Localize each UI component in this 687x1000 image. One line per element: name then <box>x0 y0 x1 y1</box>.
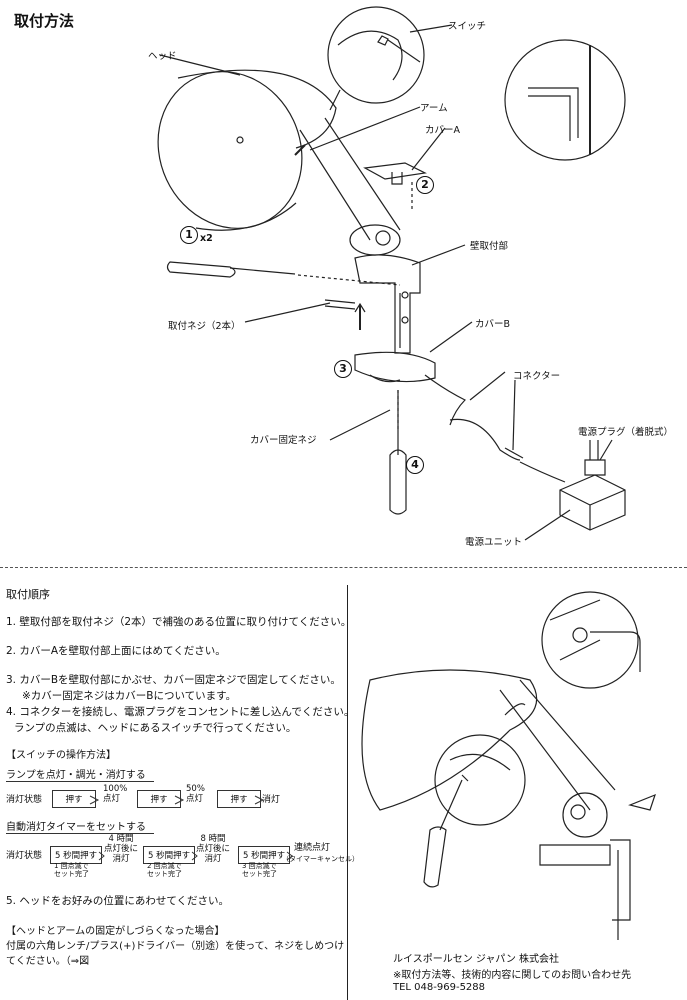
step-3-note: ※カバー固定ネジはカバーBについています。 <box>22 690 237 702</box>
timer-off-state: 消灯状態 <box>6 851 43 861</box>
blink-1-note: 1 回点滅で セット完了 <box>54 862 89 878</box>
blink-3-note: 3 回点滅で セット完了 <box>242 862 277 878</box>
loose-text-2: てください。（⇒図 <box>6 956 90 967</box>
press-button-3: 押す <box>217 790 261 808</box>
company-note: ※取付方法等、技術的内容に関してのお問い合わせ先 <box>393 970 632 981</box>
step-2-text: 2. カバーAを壁取付部上面にはめてください。 <box>6 645 226 657</box>
column-divider <box>347 585 348 1000</box>
switch-heading: 【スイッチの操作方法】 <box>6 750 116 761</box>
lamp-off-state: 消灯状態 <box>6 795 43 805</box>
step-number-2: 2 <box>416 176 434 194</box>
label-head: ヘッド <box>148 51 177 62</box>
label-arm: アーム <box>420 103 448 114</box>
label-wall-mount: 壁取付部 <box>470 241 509 252</box>
timer-4h: 4 時間 点灯後に 消灯 <box>104 834 139 864</box>
step-4-text: 4. コネクターを接続し、電源プラグをコンセントに差し込んでください。 <box>6 706 355 718</box>
press-button-1: 押す <box>52 790 96 808</box>
timer-subheading: 自動消灯タイマーをセットする <box>6 818 154 834</box>
blink-2-note: 2 回点滅で セット完了 <box>147 862 182 878</box>
label-connector: コネクター <box>513 371 561 382</box>
state-off: 消灯 <box>262 795 281 805</box>
step-5-text: 5. ヘッドをお好みの位置にあわせてください。 <box>6 895 230 907</box>
step-1-text: 1. 壁取付部を取付ネジ（2本）で補強のある位置に取り付けてください。 <box>6 616 352 628</box>
company-tel: TEL 048-969-5288 <box>393 982 486 993</box>
lamp-subheading: ランプを点灯・調光・消灯する <box>6 766 154 782</box>
step-number-3: 3 <box>334 360 352 378</box>
procedure-heading: 取付順序 <box>6 588 50 601</box>
label-x2: x2 <box>200 233 213 244</box>
loose-text-1: 付属の六角レンチ/プラス(+)ドライバー（別途）を使って、ネジをしめつけ <box>6 941 345 952</box>
continuous-on: 連続点灯 <box>294 843 331 853</box>
label-cover-b: カバーB <box>475 319 511 330</box>
state-50: 50% 点灯 <box>186 784 205 804</box>
page-title: 取付方法 <box>14 12 75 30</box>
label-cover-screw: カバー固定ネジ <box>250 435 317 446</box>
step-4-note: ランプの点滅は、ヘッドにあるスイッチで行ってください。 <box>14 722 297 734</box>
state-100: 100% 点灯 <box>103 784 128 804</box>
step-number-1: 1 <box>180 226 198 244</box>
step-number-4: 4 <box>406 456 424 474</box>
company-name: ルイスポールセン ジャパン 株式会社 <box>393 954 560 965</box>
press5-button-1: 5 秒間押す <box>50 846 103 864</box>
label-cover-a: カバーA <box>425 125 460 136</box>
installation-diagram <box>157 6 626 541</box>
timer-8h: 8 時間 点灯後に 消灯 <box>196 834 231 864</box>
section-divider <box>0 567 687 568</box>
loose-heading: 【ヘッドとアームの固定がしづらくなった場合】 <box>6 926 225 937</box>
label-power-unit: 電源ユニット <box>465 537 523 548</box>
step-3-text: 3. カバーBを壁取付部にかぶせ、カバー固定ネジで固定してください。 <box>6 674 341 686</box>
press-button-2: 押す <box>137 790 181 808</box>
label-switch: スイッチ <box>448 21 487 32</box>
label-power-plug: 電源プラグ（着脱式） <box>578 427 674 438</box>
label-mount-screw: 取付ネジ（2本） <box>168 321 241 332</box>
press5-button-3: 5 秒間押す <box>238 846 291 864</box>
timer-cancel: （タイマーキャンセル） <box>282 855 359 863</box>
